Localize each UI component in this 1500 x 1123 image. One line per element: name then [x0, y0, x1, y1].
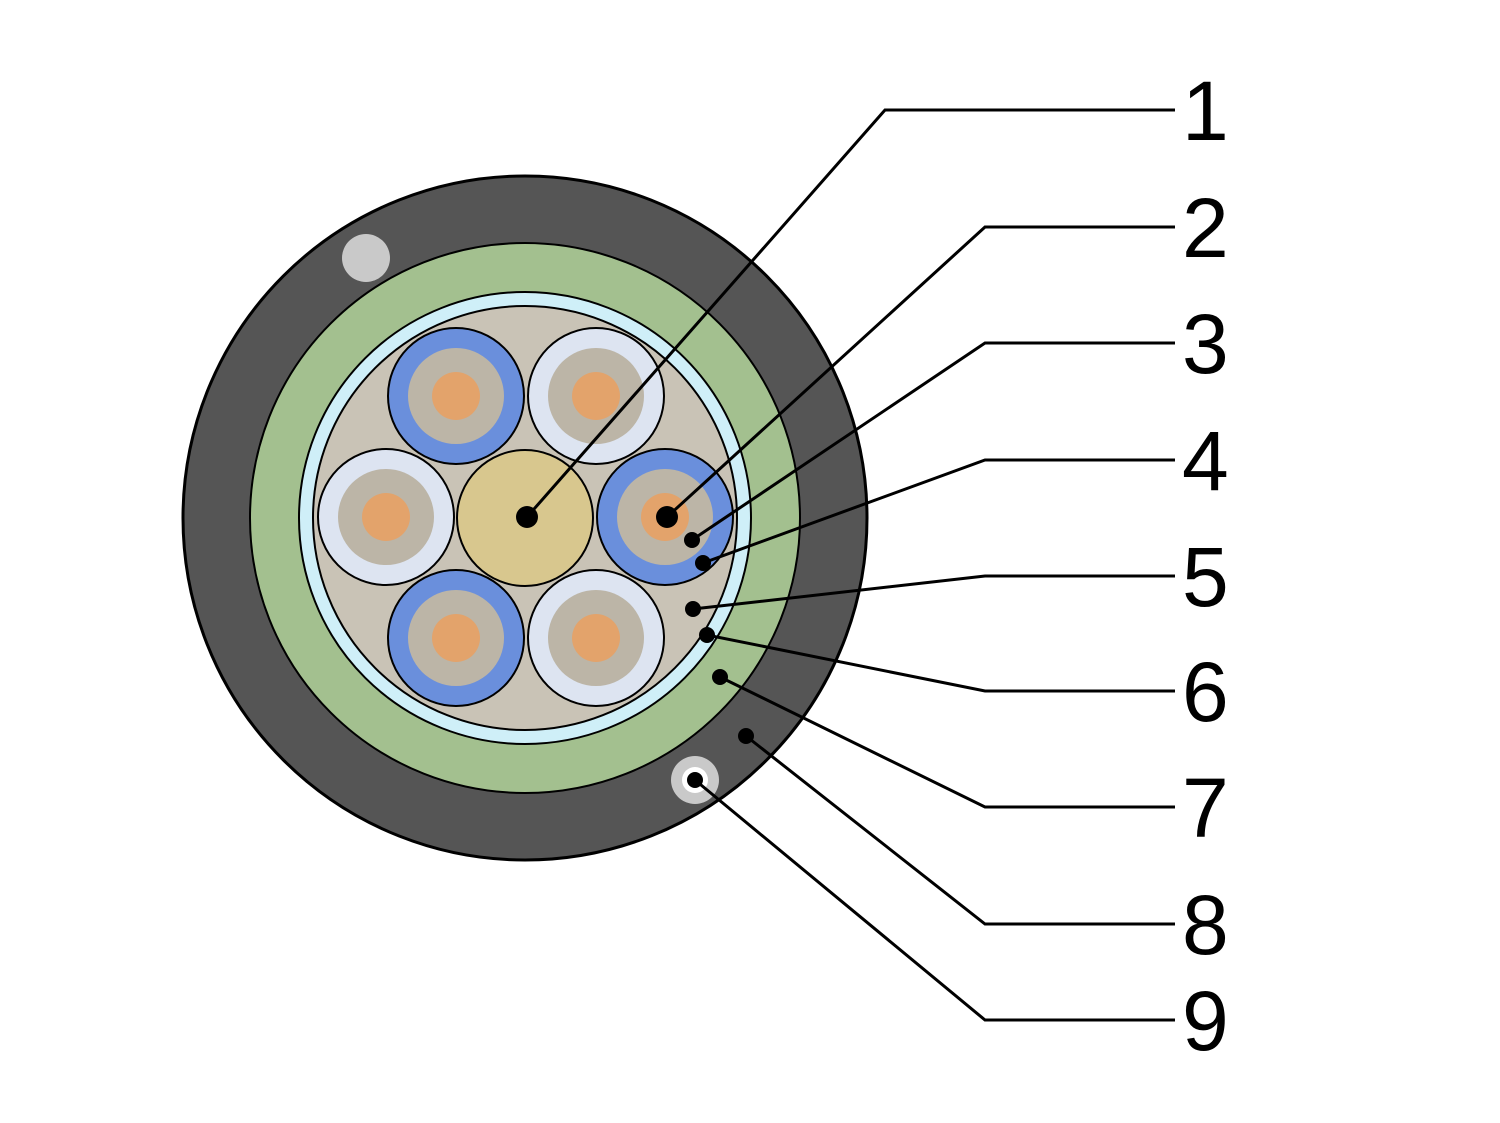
- leader-dot-5: [685, 601, 701, 617]
- leader-dot-7: [712, 669, 728, 685]
- leader-dot-2: [656, 506, 678, 528]
- leader-line-8: [745, 734, 1175, 926]
- leader-line-5: [692, 574, 1175, 611]
- leader-line-1: [525, 108, 1175, 518]
- leader-line-3: [691, 341, 1175, 542]
- fiber: [432, 372, 480, 420]
- loose-tube: [387, 569, 525, 707]
- fiber: [572, 614, 620, 662]
- callout-labels: 1 2 3 4 5 6 7 8 9: [1182, 64, 1229, 1068]
- fiber: [432, 614, 480, 662]
- leader-dots: [516, 506, 754, 788]
- callout-label-7: 7: [1182, 761, 1229, 855]
- leader-lines: [525, 108, 1175, 1022]
- leader-line-7: [719, 675, 1175, 809]
- loose-tube: [317, 448, 455, 586]
- callout-label-2: 2: [1182, 181, 1229, 275]
- callout-label-5: 5: [1182, 530, 1229, 624]
- loose-tube: [527, 327, 665, 465]
- leader-dot-4: [695, 555, 711, 571]
- fiber: [362, 493, 410, 541]
- leader-dot-9: [687, 772, 703, 788]
- leader-line-9: [694, 778, 1175, 1022]
- callout-label-3: 3: [1182, 297, 1229, 391]
- loose-tubes: [317, 327, 734, 707]
- leader-dot-8: [738, 728, 754, 744]
- loose-tube: [527, 569, 665, 707]
- callout-label-4: 4: [1182, 414, 1229, 508]
- leader-dot-1: [516, 506, 538, 528]
- callout-label-8: 8: [1182, 878, 1229, 972]
- leader-dot-3: [684, 532, 700, 548]
- leader-line-4: [702, 458, 1175, 565]
- leader-line-6: [706, 633, 1175, 693]
- fiber: [572, 372, 620, 420]
- callout-label-9: 9: [1182, 974, 1229, 1068]
- callout-label-1: 1: [1182, 64, 1229, 158]
- loose-tube: [387, 327, 525, 465]
- ripcord-top: [342, 234, 390, 282]
- callout-label-6: 6: [1182, 645, 1229, 739]
- leader-dot-6: [699, 627, 715, 643]
- leader-line-2: [665, 225, 1175, 519]
